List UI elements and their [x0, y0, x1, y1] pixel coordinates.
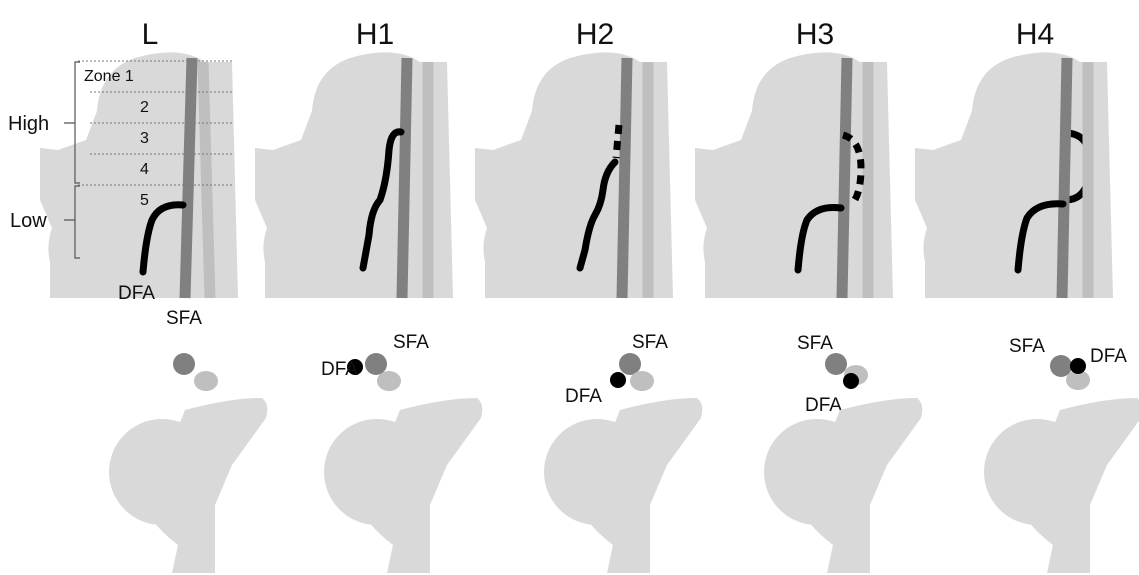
panel-h2: SFA DFA: [475, 52, 702, 573]
sfa-label: SFA: [797, 333, 833, 354]
sfa-label: SFA: [166, 308, 202, 329]
panel-title-h2: H2: [576, 18, 614, 51]
panel-h4: SFA DFA: [915, 52, 1139, 573]
femoral-head-cross-section: [984, 419, 1090, 525]
dfa-label: DFA: [805, 395, 842, 416]
zone-label-3: 3: [140, 130, 149, 147]
dfa-label: DFA: [565, 386, 602, 407]
panel-h3: SFA DFA: [695, 52, 922, 573]
vein-cross-section: [377, 371, 401, 391]
femoral-head-cross-section: [109, 419, 215, 525]
panel-title-h3: H3: [796, 18, 834, 51]
vein-cross-section: [630, 371, 654, 391]
zone-label-2: 2: [140, 99, 149, 116]
dfa-cross-section: [610, 372, 626, 388]
dfa-cross-section: [1070, 358, 1086, 374]
femoral-head-cross-section: [544, 419, 650, 525]
panel-l: Zone 1 2 3 4 5 High Low DFA SFA: [8, 52, 267, 573]
sfa-label: SFA: [1009, 336, 1045, 357]
zone-label-5: 5: [140, 192, 149, 209]
panel-title-h1: H1: [356, 18, 394, 51]
low-label: Low: [10, 210, 47, 232]
sfa-vessel: [1062, 58, 1067, 298]
sfa-cross-section: [173, 353, 195, 375]
panel-title-l: L: [142, 18, 159, 51]
zone-label-4: 4: [140, 161, 149, 178]
femoral-head-cross-section: [764, 419, 870, 525]
vein-cross-section: [194, 371, 218, 391]
panel-h1: DFA SFA: [255, 52, 482, 573]
dfa-cross-section: [843, 373, 859, 389]
dfa-label: DFA: [1090, 346, 1127, 367]
sfa-cross-section: [825, 353, 847, 375]
femoral-vein: [203, 62, 210, 298]
sfa-label: SFA: [632, 332, 668, 353]
high-label: High: [8, 113, 49, 135]
sfa-vessel: [402, 58, 407, 298]
sfa-vessel: [842, 58, 847, 298]
femoral-head-cross-section: [324, 419, 430, 525]
sfa-cross-section: [365, 353, 387, 375]
dfa-label: DFA: [118, 283, 155, 304]
sfa-vessel: [622, 58, 627, 298]
dfa-label: DFA: [321, 359, 358, 380]
zone-label-1: Zone 1: [84, 68, 134, 85]
panel-title-h4: H4: [1016, 18, 1054, 51]
sfa-label: SFA: [393, 332, 429, 353]
sfa-vessel: [185, 58, 192, 298]
